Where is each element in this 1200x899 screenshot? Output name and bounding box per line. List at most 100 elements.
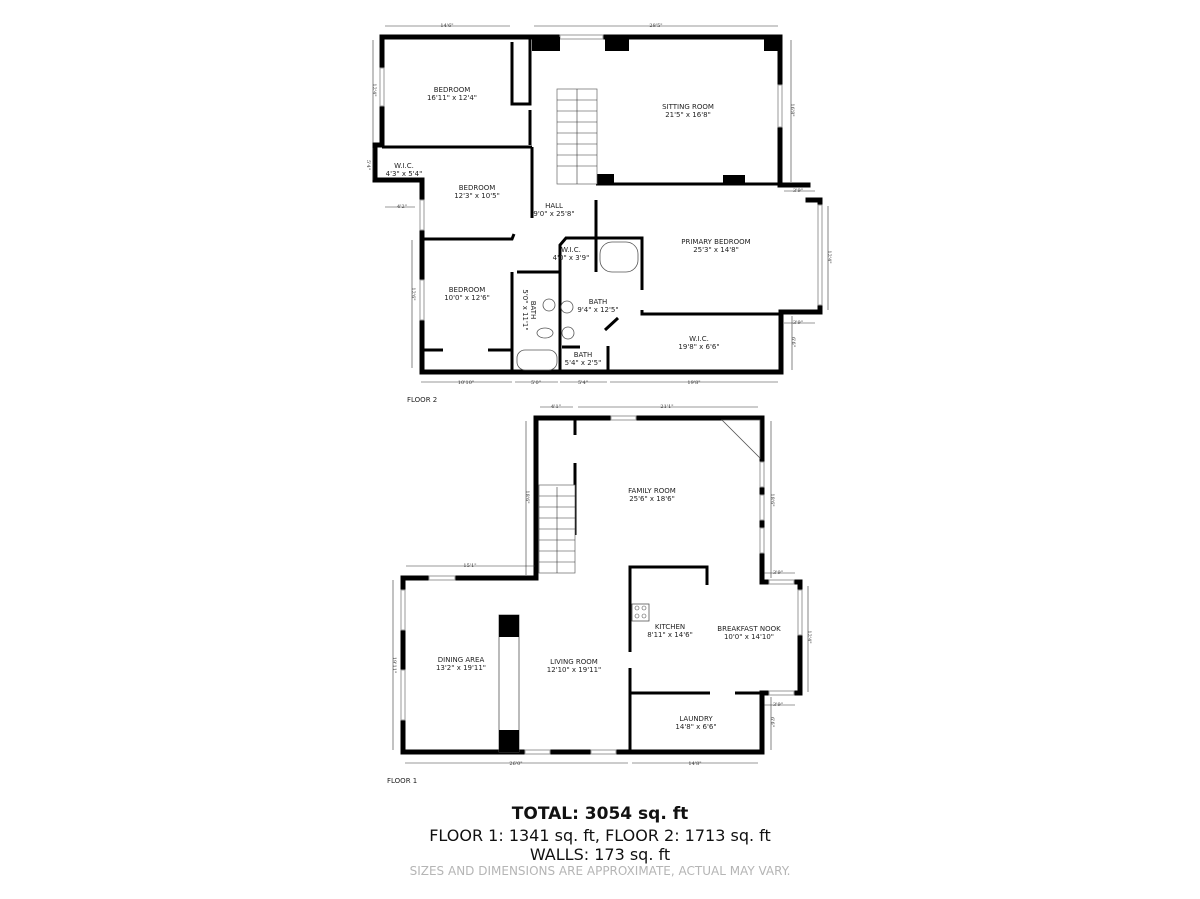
svg-text:3'9": 3'9" [793, 320, 803, 326]
pillar [605, 37, 629, 51]
floor-2-label: FLOOR 2 [407, 396, 437, 404]
svg-text:10'10": 10'10" [458, 380, 474, 386]
wall-area: WALLS: 173 sq. ft [529, 845, 671, 864]
window [759, 527, 765, 554]
floor-areas: FLOOR 1: 1341 sq. ft, FLOOR 2: 1713 sq. … [429, 826, 771, 845]
window [524, 749, 551, 755]
svg-text:12'4": 12'4" [826, 250, 832, 263]
svg-text:W.I.C.: W.I.C. [561, 246, 581, 254]
svg-text:3'9": 3'9" [773, 702, 783, 708]
wall [558, 236, 644, 290]
svg-text:6'6": 6'6" [790, 337, 796, 347]
dimension-lines: 14'6" 28'5" 12'4" 5'4" 16'8" 3'9" 4'2" 1… [365, 23, 832, 386]
bathtub [516, 349, 558, 371]
total-area: TOTAL: 3054 sq. ft [511, 804, 689, 824]
wall [510, 37, 532, 106]
window [768, 579, 795, 585]
svg-text:13'2" x 19'11": 13'2" x 19'11" [436, 664, 486, 672]
svg-text:5'4" x 2'5": 5'4" x 2'5" [565, 359, 602, 367]
pillar [723, 175, 745, 184]
svg-text:5'4": 5'4" [365, 160, 371, 170]
svg-text:25'6" x 18'6": 25'6" x 18'6" [629, 495, 675, 503]
svg-text:12'4": 12'4" [806, 630, 812, 643]
svg-text:18'6": 18'6" [769, 493, 775, 506]
svg-text:12'6": 12'6" [410, 287, 416, 300]
window [559, 34, 604, 40]
room-wic-1: W.I.C.4'3" x 5'4" [386, 162, 423, 178]
pillar [532, 37, 560, 51]
svg-text:10'0" x 12'6": 10'0" x 12'6" [444, 294, 490, 302]
svg-text:BATH: BATH [529, 301, 537, 320]
window [400, 589, 406, 631]
staircase [556, 88, 598, 185]
window [759, 461, 765, 488]
window [610, 415, 637, 421]
svg-text:15'1": 15'1" [463, 563, 476, 569]
window [797, 589, 803, 636]
svg-text:25'3" x 14'8": 25'3" x 14'8" [693, 246, 739, 254]
svg-text:SITTING ROOM: SITTING ROOM [662, 103, 714, 111]
svg-text:3'9": 3'9" [773, 570, 783, 576]
pillar [596, 174, 614, 184]
svg-text:5'4": 5'4" [578, 380, 588, 386]
svg-text:26'0": 26'0" [509, 761, 522, 767]
svg-text:8'11" x 14'6": 8'11" x 14'6" [647, 631, 693, 639]
svg-text:5'0" x 11'1": 5'0" x 11'1" [521, 289, 529, 330]
svg-text:4'2": 4'2" [397, 204, 407, 210]
svg-text:4'3" x 5'4": 4'3" x 5'4" [386, 170, 423, 178]
svg-text:BEDROOM: BEDROOM [434, 86, 471, 94]
svg-text:12'3" x 10'5": 12'3" x 10'5" [454, 192, 500, 200]
svg-text:BREAKFAST NOOK: BREAKFAST NOOK [717, 625, 781, 633]
window [428, 575, 456, 581]
bathtub [599, 241, 639, 273]
svg-text:21'1": 21'1" [660, 404, 673, 410]
svg-text:18'6": 18'6" [524, 490, 530, 503]
room-wic-3: W.I.C.19'8" x 6'6" [678, 335, 719, 351]
svg-text:9'0" x 25'8": 9'0" x 25'8" [533, 210, 574, 218]
wall [400, 415, 803, 755]
sink [542, 298, 556, 312]
svg-text:5'0": 5'0" [531, 380, 541, 386]
svg-text:19'8": 19'8" [687, 380, 700, 386]
toilet [536, 327, 554, 339]
svg-text:16'8": 16'8" [789, 103, 795, 116]
svg-text:HALL: HALL [545, 202, 563, 210]
svg-text:28'5": 28'5" [649, 23, 662, 29]
svg-text:6'6": 6'6" [769, 717, 775, 727]
dimension-lines: 4'1" 21'1" 18'6" 18'6" 15'1" 3'9" 19'11"… [391, 404, 812, 767]
svg-text:FAMILY ROOM: FAMILY ROOM [628, 487, 676, 495]
wall [640, 310, 781, 316]
svg-text:14'8" x 6'6": 14'8" x 6'6" [675, 723, 716, 731]
svg-text:4'0" x 3'9": 4'0" x 3'9" [553, 254, 590, 262]
window [759, 494, 765, 521]
floor-1-label: FLOOR 1 [387, 777, 417, 785]
corner-staircase [721, 419, 761, 459]
sink [561, 326, 575, 340]
disclaimer: SIZES AND DIMENSIONS ARE APPROXIMATE, AC… [409, 864, 791, 878]
wall [603, 316, 620, 332]
window [817, 204, 823, 306]
svg-text:LAUNDRY: LAUNDRY [679, 715, 713, 723]
svg-text:19'11": 19'11" [391, 657, 397, 673]
staircase [538, 484, 576, 574]
svg-text:4'1": 4'1" [551, 404, 561, 410]
svg-text:W.I.C.: W.I.C. [689, 335, 709, 343]
svg-text:BATH: BATH [589, 298, 608, 306]
svg-text:14'8": 14'8" [688, 761, 701, 767]
svg-text:BEDROOM: BEDROOM [459, 184, 496, 192]
svg-text:BATH: BATH [574, 351, 593, 359]
svg-text:DINING AREA: DINING AREA [438, 656, 485, 664]
